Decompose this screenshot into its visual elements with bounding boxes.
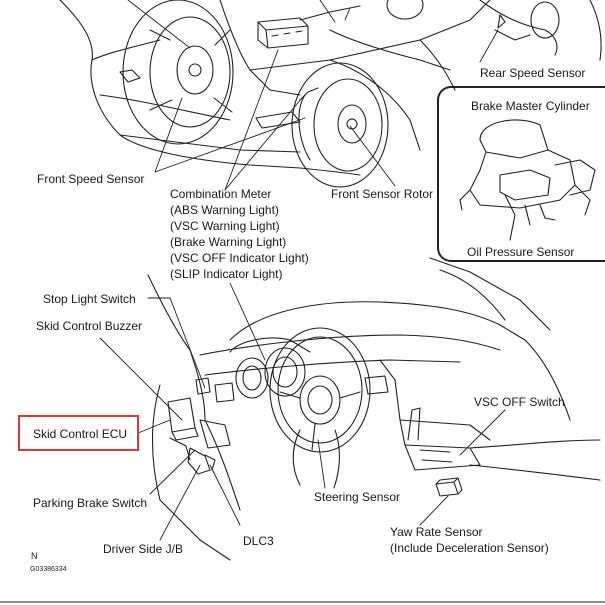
label-front-sensor-rotor: Front Sensor Rotor <box>331 187 434 201</box>
label-skid-control-ecu: Skid Control ECU <box>33 427 128 441</box>
label-skid-control-buzzer: Skid Control Buzzer <box>36 319 143 333</box>
label-combination-meter: Combination Meter (ABS Warning Light) (V… <box>170 186 309 282</box>
yaw-rate-sensor-note: (Include Deceleration Sensor) <box>390 541 549 555</box>
skid-control-ecu-highlight <box>18 415 139 451</box>
combination-meter-title: Combination Meter <box>170 187 272 201</box>
rear-suspension <box>299 0 602 71</box>
label-parking-brake-switch: Parking Brake Switch <box>33 496 148 510</box>
north-mark: N <box>31 551 38 561</box>
label-dlc3: DLC3 <box>243 534 274 548</box>
label-driver-side-jb: Driver Side J/B <box>103 542 184 556</box>
abs-warning-light: (ABS Warning Light) <box>170 203 279 217</box>
yaw-rate-sensor-drawing <box>435 477 463 497</box>
front-left-wheel <box>122 0 234 145</box>
label-front-speed-sensor: Front Speed Sensor <box>37 172 145 186</box>
actuator-box <box>257 17 309 49</box>
label-yaw-rate-sensor: Yaw Rate Sensor (Include Deceleration Se… <box>390 524 549 556</box>
upper-leader-lines <box>127 0 499 191</box>
slip-indicator-light: (SLIP Indicator Light) <box>170 267 283 281</box>
label-rear-speed-sensor: Rear Speed Sensor <box>480 66 586 80</box>
figure-code: G03386334 <box>30 566 67 573</box>
label-brake-master-cylinder: Brake Master Cylinder <box>471 99 590 113</box>
brake-master-cylinder-inset <box>437 86 605 262</box>
yaw-rate-sensor-title: Yaw Rate Sensor <box>390 525 483 539</box>
front-right-wheel <box>291 62 389 188</box>
vsc-warning-light: (VSC Warning Light) <box>170 219 280 233</box>
label-steering-sensor: Steering Sensor <box>314 490 401 504</box>
dashboard-outline <box>147 257 601 561</box>
lower-leader-lines <box>99 282 506 541</box>
brake-master-cylinder-drawing <box>459 119 596 241</box>
vsc-off-indicator-light: (VSC OFF Indicator Light) <box>170 251 309 265</box>
label-vsc-off-switch: VSC OFF Switch <box>474 395 565 409</box>
brake-warning-light: (Brake Warning Light) <box>170 235 287 249</box>
label-stop-light-switch: Stop Light Switch <box>43 292 136 306</box>
label-oil-pressure-sensor: Oil Pressure Sensor <box>467 245 575 259</box>
